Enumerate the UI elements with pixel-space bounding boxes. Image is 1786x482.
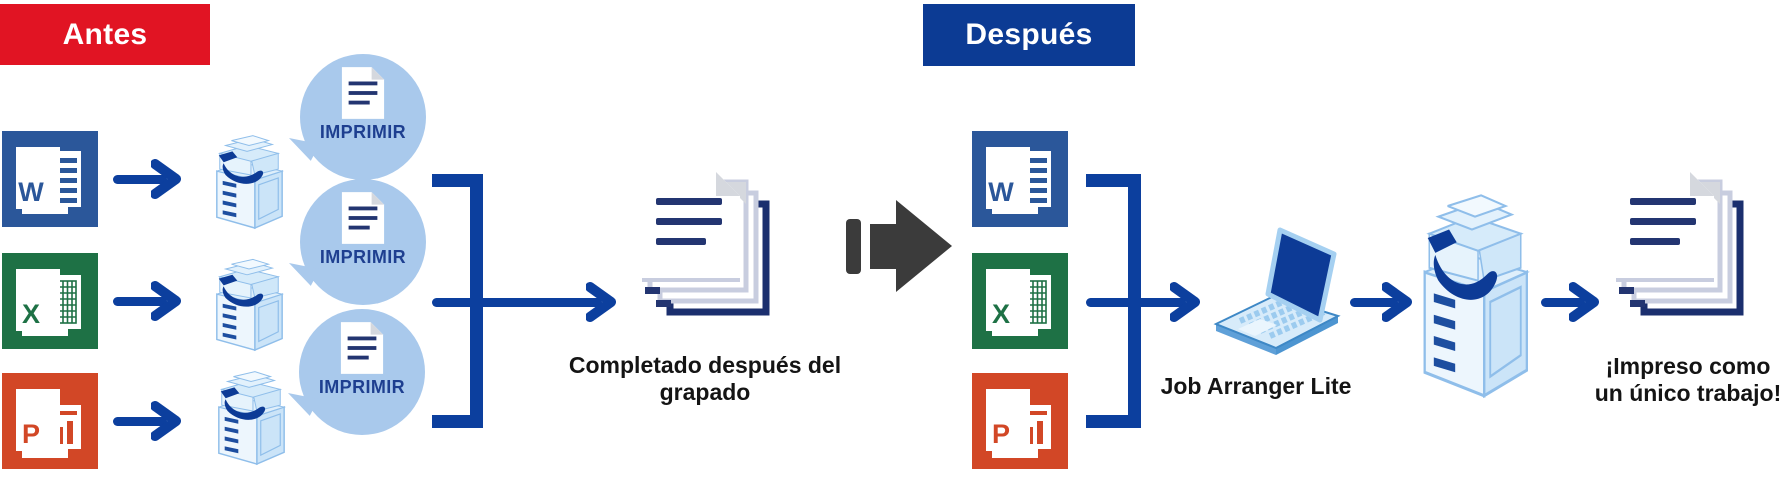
- after-header-label: Después: [965, 18, 1093, 51]
- document-icon: [341, 67, 385, 119]
- before-header: Antes: [0, 4, 210, 65]
- print-bubble-label: IMPRIMIR: [318, 377, 406, 397]
- word-file-icon: W: [2, 131, 98, 227]
- excel-letter: X: [21, 299, 40, 329]
- document-stack-icon: [1614, 170, 1748, 324]
- before-header-label: Antes: [62, 17, 148, 51]
- flow-arrow-icon: [1350, 282, 1412, 322]
- print-bubble-label: IMPRIMIR: [319, 247, 407, 267]
- flow-arrow-icon: [1541, 282, 1599, 322]
- print-speech-bubble: IMPRIMIR: [300, 179, 426, 305]
- before-caption-line2: grapado: [659, 379, 751, 405]
- excel-file-icon: X: [972, 253, 1068, 349]
- word-letter: W: [18, 177, 44, 207]
- bracket-line: [1128, 174, 1141, 428]
- print-speech-bubble: IMPRIMIR: [299, 309, 425, 435]
- before-caption: Completado después del grapado: [555, 352, 855, 406]
- powerpoint-letter: P: [21, 419, 40, 449]
- printer-icon: [212, 354, 290, 466]
- document-icon: [340, 322, 384, 374]
- excel-letter: X: [991, 299, 1010, 329]
- flow-arrow-icon: [432, 282, 616, 322]
- print-speech-bubble: IMPRIMIR: [300, 54, 426, 180]
- flow-arrow-icon: [113, 159, 181, 199]
- after-caption: ¡Impreso como un único trabajo!: [1577, 353, 1786, 407]
- after-caption-line1: ¡Impreso como: [1605, 353, 1771, 379]
- bracket-line: [470, 174, 483, 428]
- printer-icon: [210, 242, 288, 352]
- powerpoint-letter: P: [991, 419, 1010, 449]
- before-caption-line1: Completado después del: [568, 352, 842, 378]
- print-bubble-label: IMPRIMIR: [319, 122, 407, 142]
- printer-icon: [1414, 157, 1536, 400]
- word-letter: W: [988, 177, 1014, 207]
- flow-arrow-icon: [113, 401, 181, 441]
- after-caption-line2: un único trabajo!: [1594, 380, 1782, 406]
- bracket-line: [1086, 415, 1141, 428]
- laptop-label: Job Arranger Lite: [1160, 373, 1352, 399]
- bracket-line: [1086, 174, 1141, 187]
- after-header: Después: [923, 4, 1135, 66]
- laptop-icon: [1208, 224, 1344, 360]
- powerpoint-file-icon: P: [2, 373, 98, 469]
- flow-arrow-icon: [1086, 282, 1200, 322]
- excel-file-icon: X: [2, 253, 98, 349]
- flow-arrow-icon: [113, 281, 181, 321]
- document-icon: [341, 192, 385, 244]
- printer-icon: [210, 118, 288, 230]
- document-stack-icon: [640, 170, 774, 324]
- word-file-icon: W: [972, 131, 1068, 227]
- powerpoint-file-icon: P: [972, 373, 1068, 469]
- transform-arrow-icon: [846, 200, 954, 292]
